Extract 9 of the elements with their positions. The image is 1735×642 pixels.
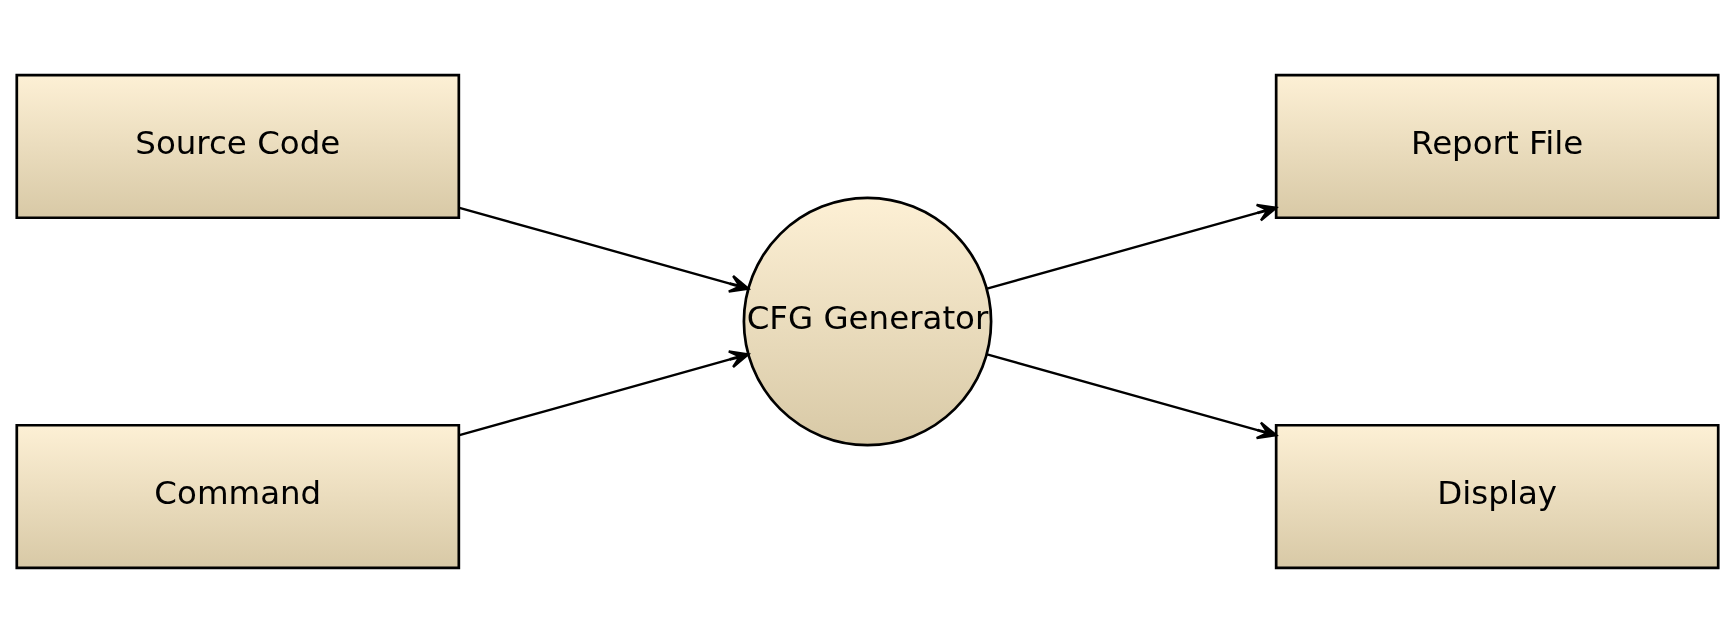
arrow (986, 203, 1278, 290)
node-box: Display (1274, 423, 1720, 569)
node-circle: CFG Generator (742, 196, 993, 446)
arrow (986, 352, 1278, 439)
node-box: Report File (1274, 73, 1720, 219)
arrow (459, 349, 750, 436)
arrow (459, 206, 750, 293)
node-box: Command (15, 423, 461, 569)
node-box: Source Code (15, 73, 461, 219)
